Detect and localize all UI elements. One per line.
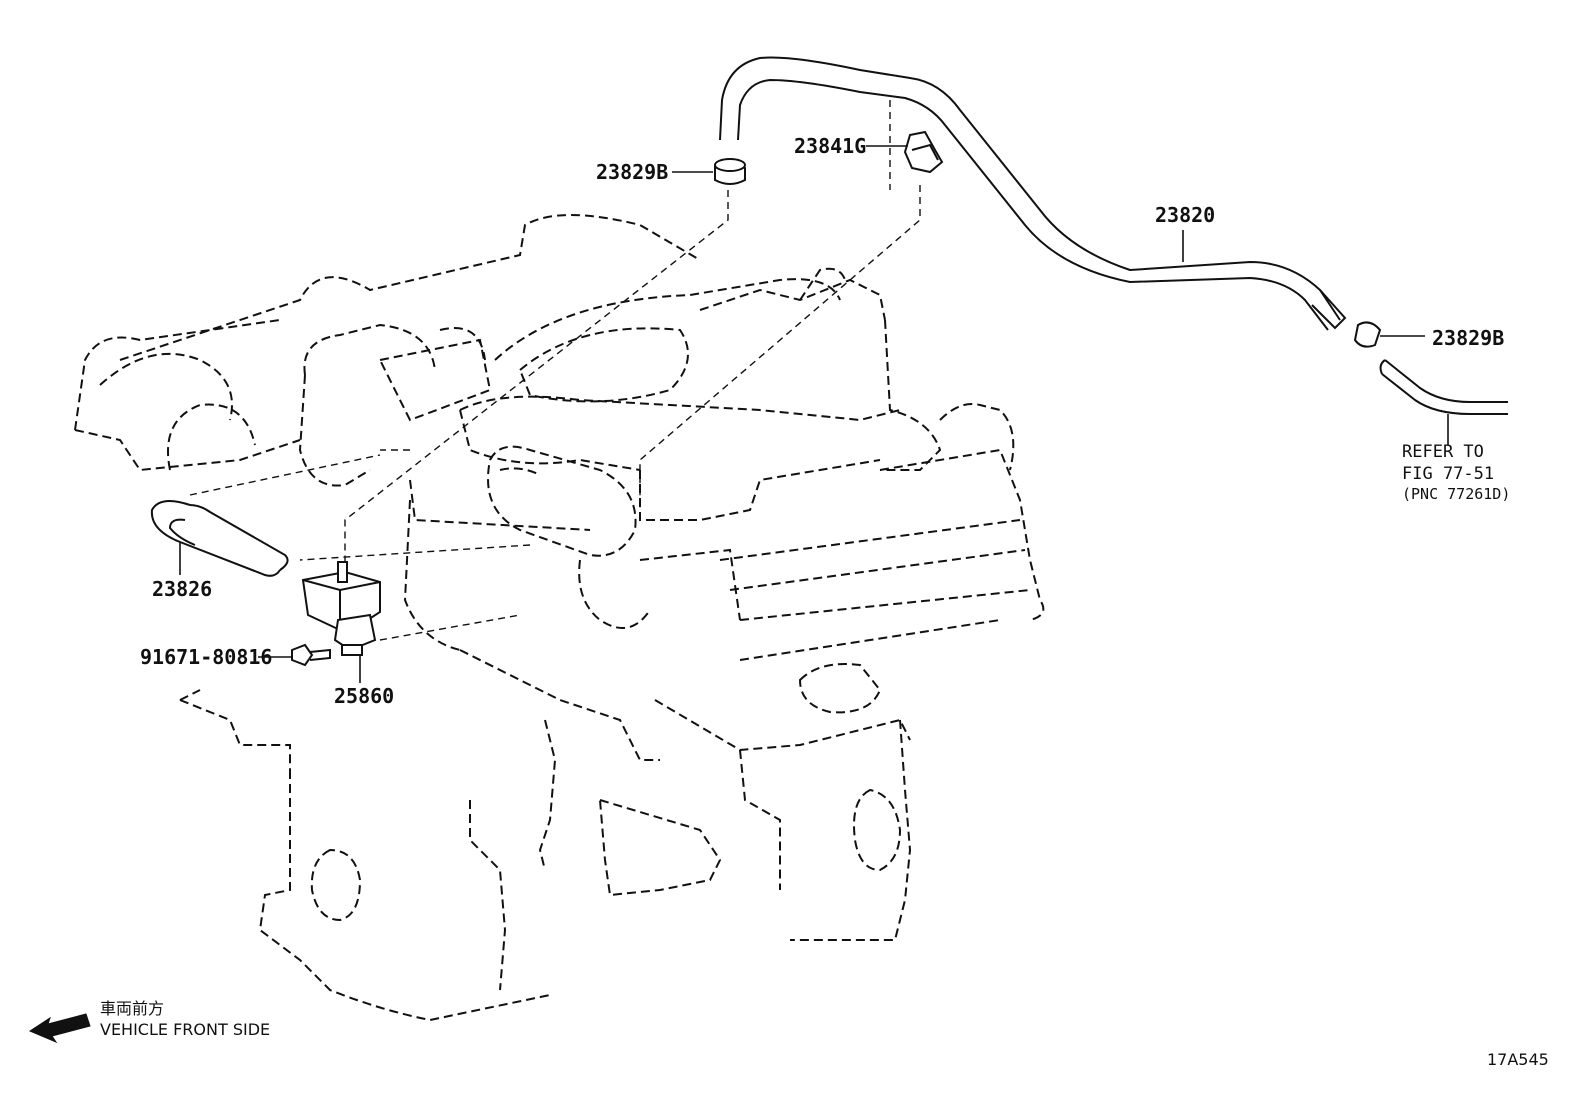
- hose-reference: [1379, 359, 1508, 415]
- label-hose-small[interactable]: 23826: [152, 577, 212, 601]
- figure-id: 17A545: [1487, 1050, 1549, 1069]
- direction-japanese: 車両前方: [100, 999, 164, 1018]
- clip-right: [1353, 321, 1382, 348]
- label-vsv[interactable]: 25860: [334, 684, 394, 708]
- label-connector[interactable]: 23841G: [794, 134, 866, 158]
- connector-23841G: [903, 130, 944, 174]
- hose-23826: [150, 500, 289, 577]
- vsv-25860: [301, 561, 381, 656]
- label-clip-upper[interactable]: 23829B: [596, 160, 668, 184]
- reference-line3: (PNC 77261D): [1402, 485, 1510, 503]
- label-bolt[interactable]: 91671-80816: [140, 645, 272, 669]
- label-hose-main[interactable]: 23820: [1155, 203, 1215, 227]
- label-clip-right[interactable]: 23829B: [1432, 326, 1504, 350]
- direction-english: VEHICLE FRONT SIDE: [100, 1020, 270, 1039]
- reference-line2[interactable]: FIG 77-51: [1402, 464, 1494, 484]
- front-direction-arrow-icon: [28, 1013, 91, 1044]
- engine-outline: [74, 214, 1045, 1022]
- assembly-lines: [189, 100, 921, 641]
- clip-upper: [714, 158, 746, 185]
- leader-lines: [179, 145, 1449, 683]
- hose-23820: [719, 56, 1347, 331]
- reference-line1: REFER TO: [1402, 442, 1484, 462]
- bolt-91671: [291, 643, 331, 667]
